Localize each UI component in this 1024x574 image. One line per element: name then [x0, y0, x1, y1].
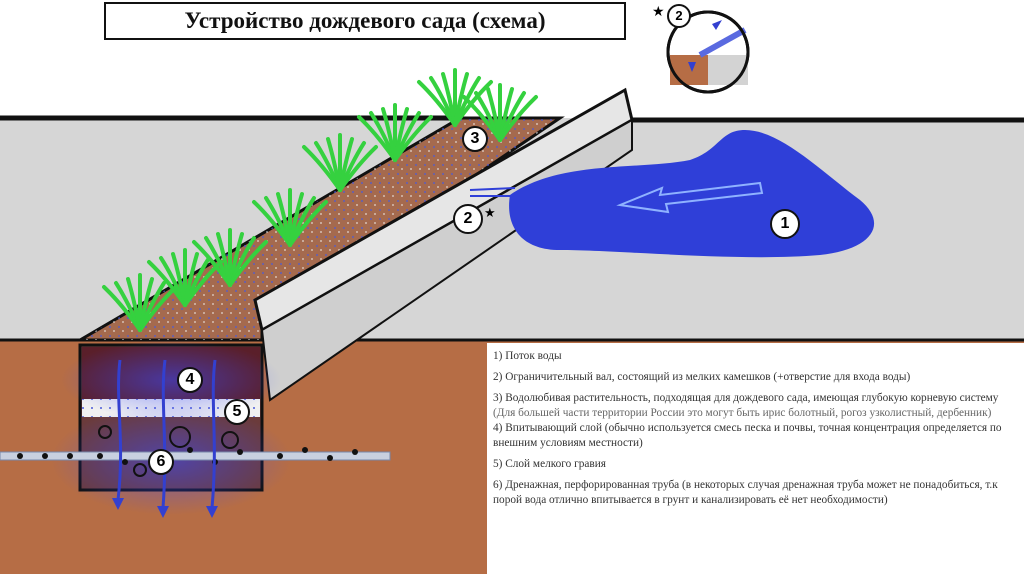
legend-item-3-text: 3) Водолюбивая растительность, подходяща…	[493, 392, 998, 404]
inset-star: ★	[652, 4, 665, 21]
legend-item-1: 1) Поток воды	[493, 349, 1014, 364]
legend-panel: 1) Поток воды 2) Ограничительный вал, со…	[487, 343, 1024, 574]
marker-2: 2	[453, 204, 483, 234]
inset-marker-2: 2	[667, 4, 691, 28]
marker-3: 3	[462, 126, 488, 152]
page-title: Устройство дождевого сада (схема)	[104, 2, 626, 40]
legend-item-5: 5) Слой мелкого гравия	[493, 457, 1014, 472]
marker-5: 5	[224, 399, 250, 425]
marker-2-star: ★	[484, 205, 496, 221]
marker-6: 6	[148, 449, 174, 475]
marker-4: 4	[177, 367, 203, 393]
marker-1: 1	[770, 209, 800, 239]
legend-item-3-note: (Для большей части территории России это…	[493, 407, 991, 419]
legend-item-6: 6) Дренажная, перфорированная труба (в н…	[493, 478, 1014, 508]
legend-item-3: 3) Водолюбивая растительность, подходяща…	[493, 391, 1014, 421]
legend-item-4: 4) Впитывающий слой (обычно используется…	[493, 421, 1014, 451]
legend-item-2: 2) Ограничительный вал, состоящий из мел…	[493, 370, 1014, 385]
